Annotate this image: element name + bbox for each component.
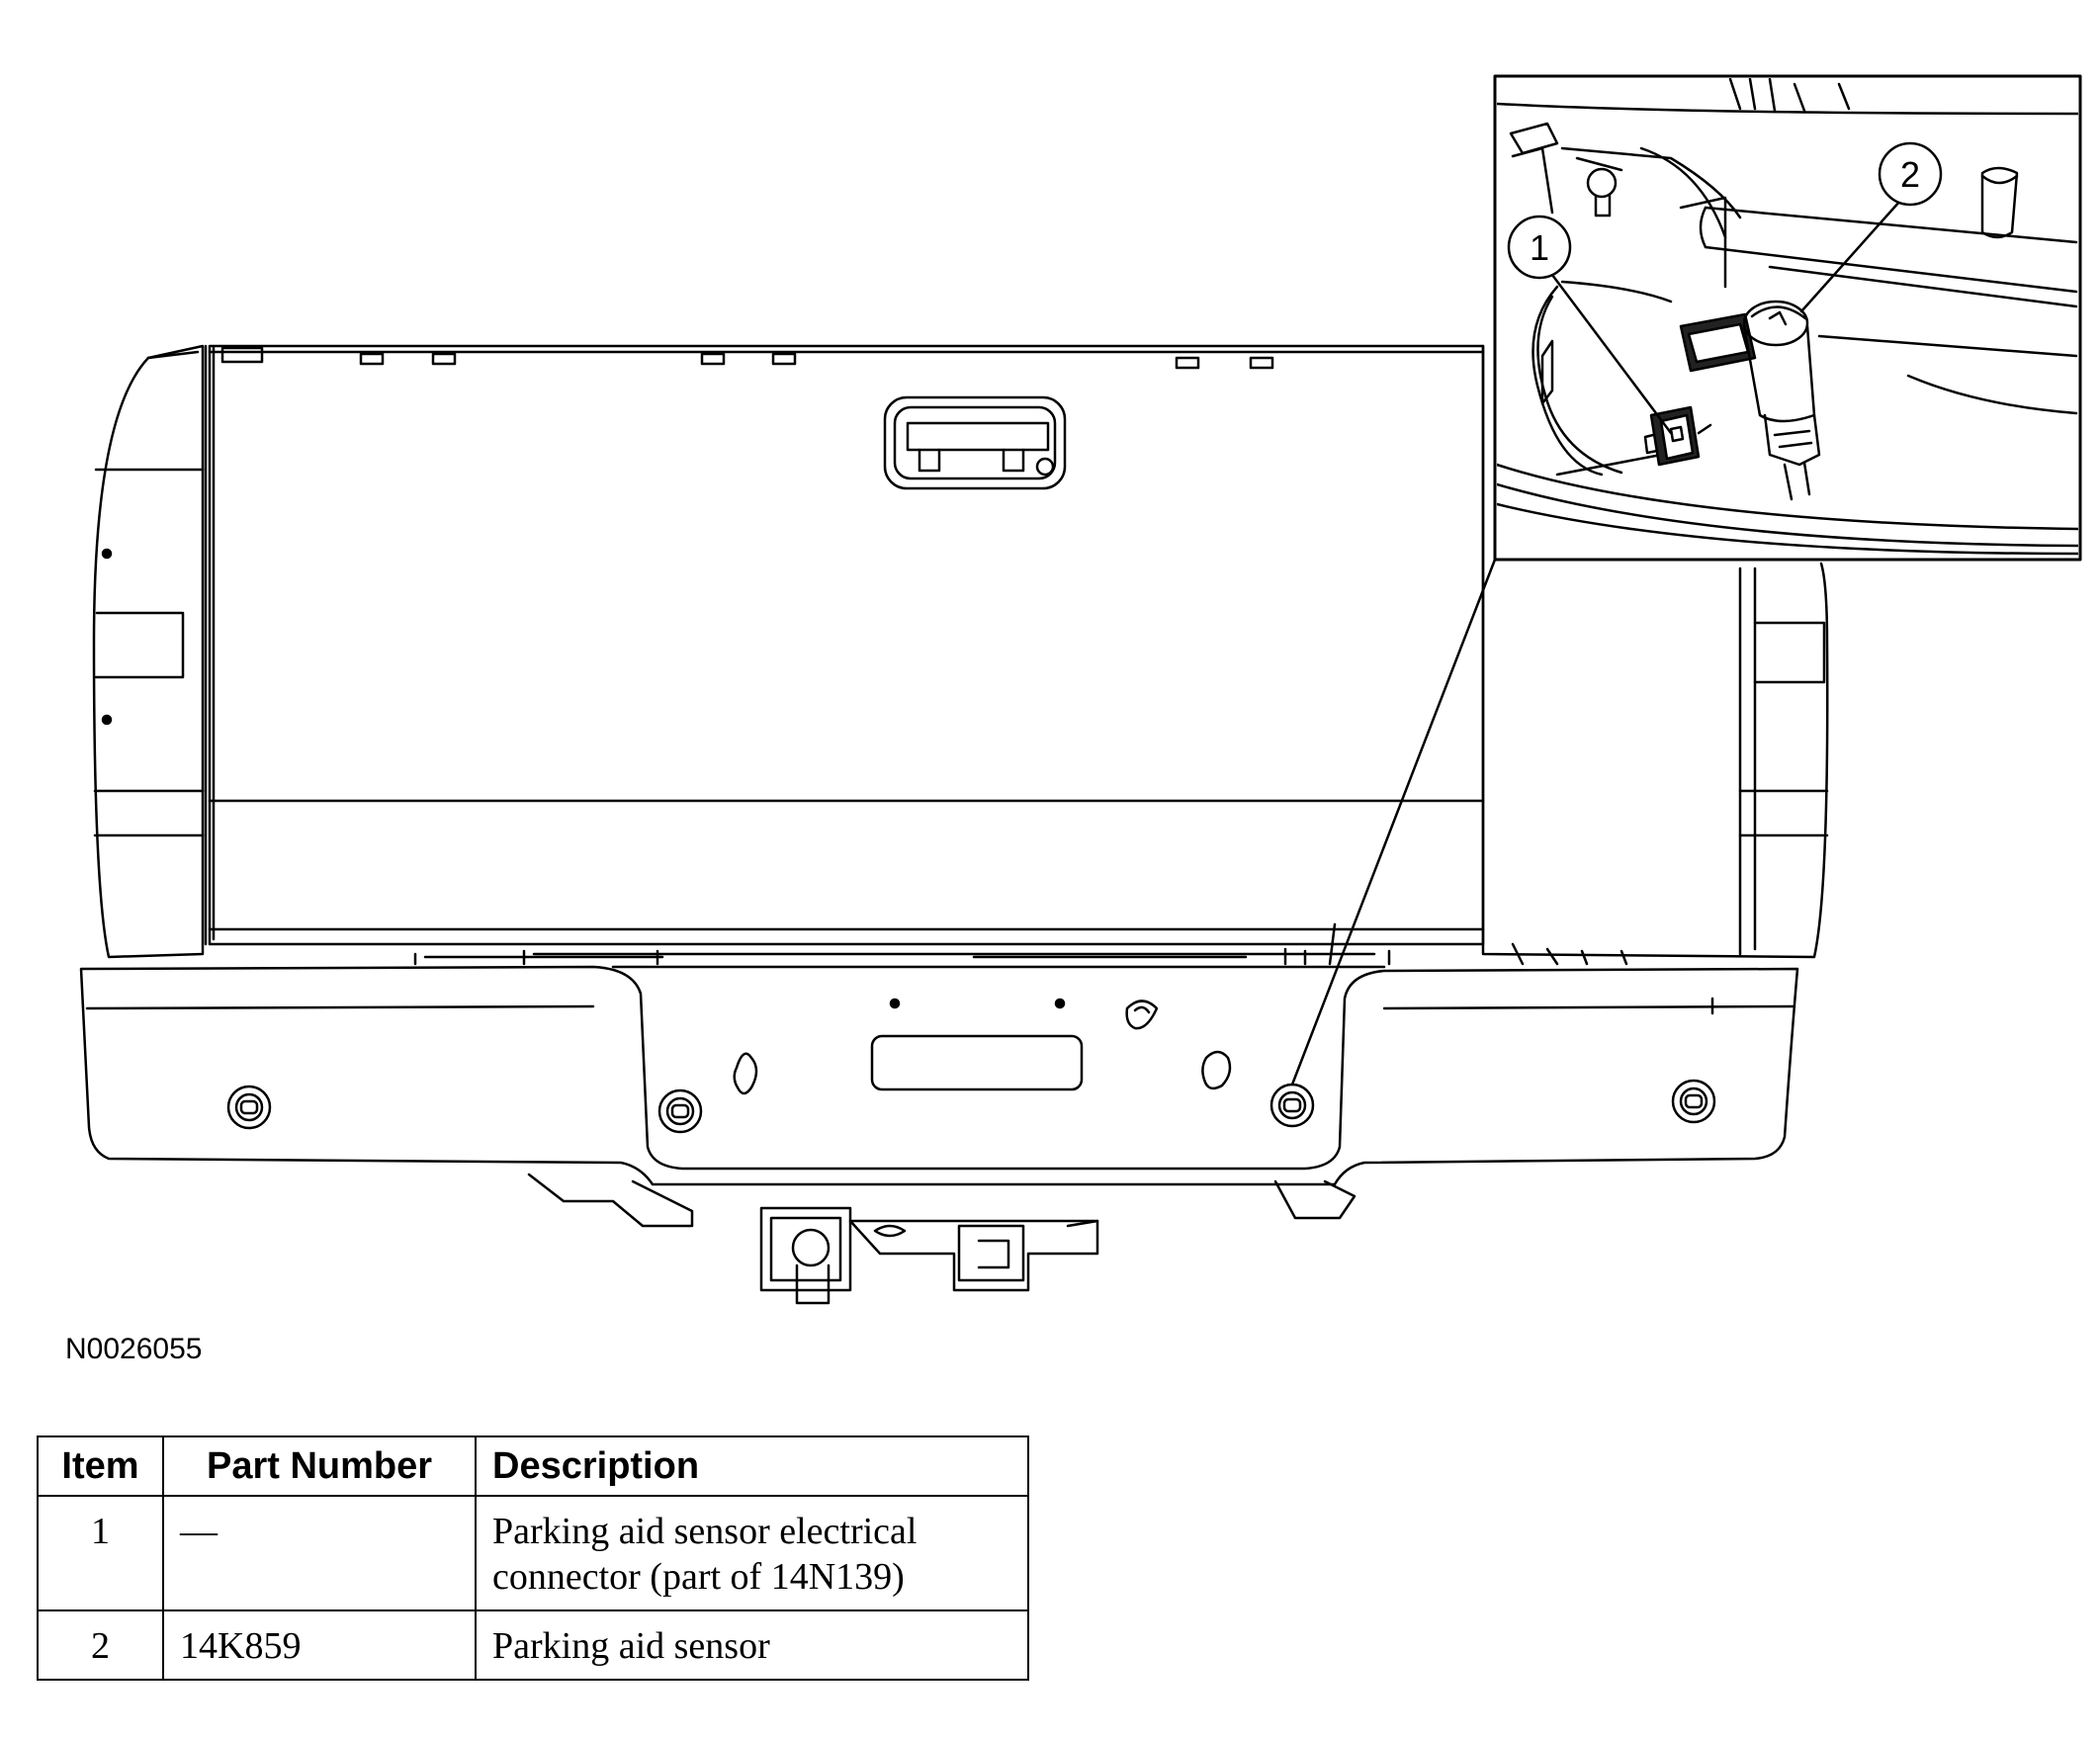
table-header-row: Item Part Number Description: [37, 1435, 1029, 1497]
row-item: 2: [37, 1609, 164, 1681]
row-description: Parking aid sensor electrical connector …: [475, 1495, 1029, 1611]
header-item: Item: [37, 1435, 164, 1497]
detail-inset: 1 2: [1493, 74, 2082, 562]
header-part-number: Part Number: [162, 1435, 477, 1497]
row-item: 1: [37, 1495, 164, 1611]
description-line: Parking aid sensor: [492, 1625, 770, 1667]
bumper-sensor-4: [1671, 1079, 1716, 1124]
row-part-number: 14K859: [162, 1609, 477, 1681]
header-description: Description: [475, 1435, 1029, 1497]
callout-1-bubble: 1: [1507, 215, 1572, 280]
row-part-number: —: [162, 1495, 477, 1611]
figure-id: N0026055: [65, 1333, 203, 1365]
table-row: 1 — Parking aid sensor electrical connec…: [37, 1495, 1029, 1611]
tailgate: [204, 344, 1485, 946]
trailer-hitch: [527, 1173, 1356, 1305]
table-row: 2 14K859 Parking aid sensor: [37, 1609, 1029, 1681]
tailgate-handle: [883, 395, 1067, 490]
description-line: connector (part of 14N139): [492, 1556, 905, 1598]
callout-1-leader: [1544, 265, 1673, 435]
callout-1-label: 1: [1530, 227, 1549, 268]
inset-leader-line: [1290, 558, 1497, 1087]
left-tail-lamp: [92, 344, 205, 959]
right-tail-lamp: [1481, 344, 1829, 959]
inset-parking-aid-sensor: [1679, 300, 1821, 501]
callout-2-bubble: 2: [1878, 141, 1943, 207]
description-line: Parking aid sensor electrical: [492, 1511, 918, 1552]
callout-2-label: 2: [1900, 154, 1920, 195]
bumper-sensor-2: [657, 1088, 703, 1134]
license-plate-recess: [870, 998, 1159, 1091]
tailgate-bumper-diagram: 1 2: [79, 74, 2082, 1305]
callout-2-leader: [1799, 199, 1902, 313]
bumper-sensor-1: [226, 1085, 272, 1130]
bumper-sensor-3: [1269, 1083, 1315, 1128]
parts-table: Item Part Number Description 1 — Parking…: [37, 1435, 1029, 1681]
rear-bumper: [79, 922, 1799, 1186]
row-description: Parking aid sensor: [475, 1609, 1029, 1681]
